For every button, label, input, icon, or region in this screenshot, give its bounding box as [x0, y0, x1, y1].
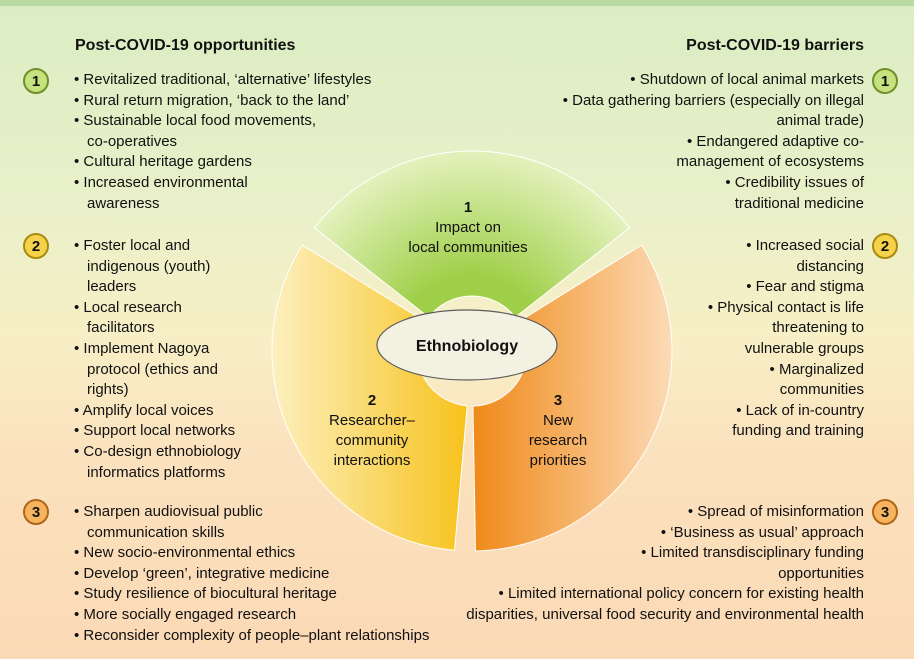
list-item: • Endangered adaptive co-management of e…: [676, 132, 864, 171]
list-item: • Increased environmental awareness: [74, 173, 248, 212]
center-label: Ethnobiology: [416, 338, 518, 355]
barrier-badge-2: 2: [872, 233, 898, 259]
list-item: • Marginalized communities: [769, 360, 864, 399]
list-item: • Lack of in-country funding and trainin…: [732, 401, 864, 440]
barriers-heading: Post-COVID-19 barriers: [686, 37, 864, 54]
list-item: • Physical contact is life threatening t…: [707, 298, 864, 357]
barrier-list-3: • Spread of misinformation • ‘Business a…: [444, 502, 864, 626]
list-item: • Revitalized traditional, ‘alternative’…: [74, 71, 372, 88]
opportunity-list-2: • Foster local and indigenous (youth) le…: [74, 236, 244, 483]
opportunity-badge-2: 2: [23, 233, 49, 259]
list-item: • Rural return migration, ‘back to the l…: [74, 91, 350, 109]
opportunity-list-1: • Revitalized traditional, ‘alternative’…: [74, 70, 454, 214]
barrier-badge-1: 1: [872, 68, 898, 94]
list-item: • Study resilience of biocultural herita…: [74, 585, 337, 603]
list-item: • ‘Business as usual’ approach: [660, 523, 864, 541]
segment-2-label-line3: interactions: [334, 452, 411, 469]
list-item: • Implement Nagoya protocol (ethics and …: [74, 339, 218, 399]
segment-2-number: 2: [368, 392, 376, 409]
segment-1-impact: [313, 150, 631, 318]
list-item: • Sharpen audiovisual public communicati…: [74, 503, 263, 541]
barrier-badge-3: 3: [872, 499, 898, 525]
list-item: • Reconsider complexity of people–plant …: [74, 626, 430, 644]
barrier-list-2: • Increased social distancing • Fear and…: [684, 236, 864, 442]
barrier-list-1: • Shutdown of local animal markets • Dat…: [494, 70, 864, 214]
list-item: • Co-design ethnobiology informatics pla…: [74, 442, 242, 481]
list-item: • Shutdown of local animal markets: [630, 71, 864, 88]
list-item: • Limited international policy concern f…: [466, 585, 864, 623]
segment-2-label-line2: community: [336, 432, 409, 449]
list-item: • Data gathering barriers (especially on…: [562, 91, 864, 130]
list-item: • More socially engaged research: [74, 605, 297, 623]
list-item: • Spread of misinformation: [687, 503, 864, 520]
list-item: • Foster local and indigenous (youth) le…: [74, 237, 211, 296]
ethnobiology-wheel: Ethnobiology 1 Impact on local communiti…: [271, 150, 673, 552]
segment-1-label-line2: local communities: [408, 239, 527, 256]
segment-2-label-line1: Researcher–: [329, 412, 416, 429]
segment-1-label-line1: Impact on: [435, 219, 501, 236]
list-item: • Local research facilitators: [74, 298, 182, 337]
list-item: • Support local networks: [74, 422, 236, 440]
list-item: • Sustainable local food movements, co-o…: [74, 112, 317, 150]
opportunities-heading: Post-COVID-19 opportunities: [75, 37, 296, 54]
list-item: • Credibility issues of traditional medi…: [725, 173, 864, 212]
segment-3-label-line3: priorities: [530, 452, 587, 469]
list-item: • Increased social distancing: [746, 237, 864, 275]
list-item: • Amplify local voices: [74, 401, 214, 419]
segment-3-number: 3: [554, 392, 562, 409]
opportunity-list-3: • Sharpen audiovisual public communicati…: [74, 502, 494, 646]
list-item: • Develop ‘green’, integrative medicine: [74, 564, 330, 582]
segment-3-label-line2: research: [529, 432, 587, 449]
center-ellipse: [376, 309, 558, 381]
segment-1-number: 1: [464, 199, 472, 216]
opportunity-badge-1: 1: [23, 68, 49, 94]
opportunity-badge-3: 3: [23, 499, 49, 525]
segment-3-label-line1: New: [543, 412, 573, 429]
list-item: • New socio-environmental ethics: [74, 544, 296, 562]
list-item: • Fear and stigma: [746, 278, 864, 296]
list-item: • Limited transdisciplinary funding oppo…: [641, 544, 864, 582]
list-item: • Cultural heritage gardens: [74, 153, 252, 171]
